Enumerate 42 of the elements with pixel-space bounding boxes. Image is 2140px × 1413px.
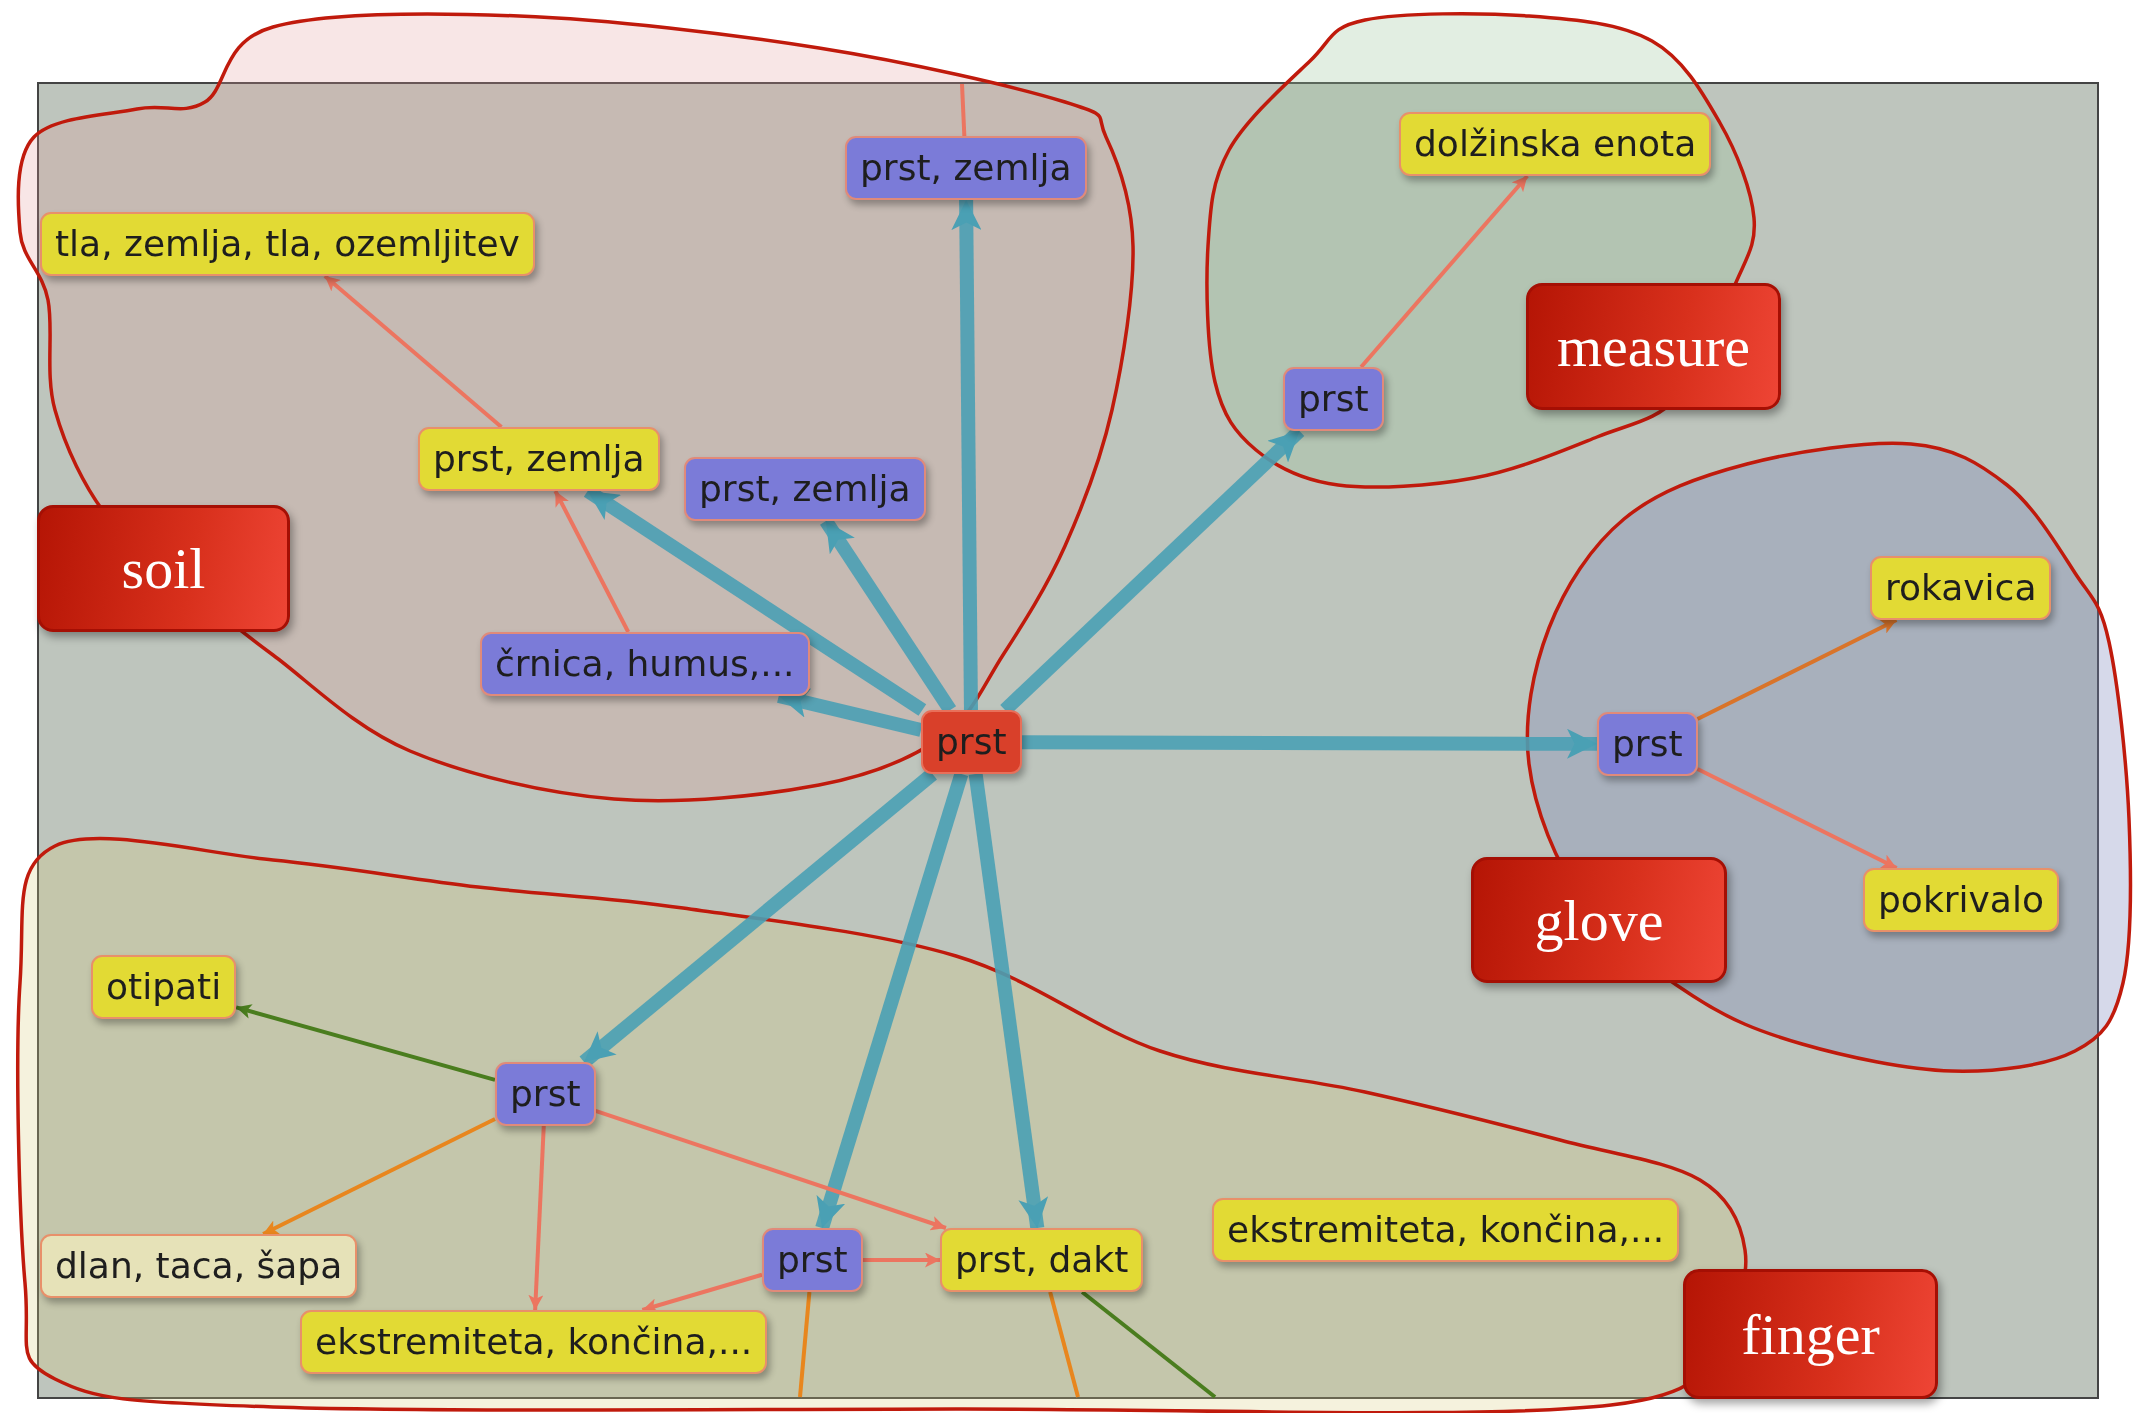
term-box: otipati — [91, 955, 237, 1019]
arrow — [1696, 767, 1898, 870]
arrow — [968, 773, 1049, 1229]
arrow — [235, 1004, 496, 1082]
term-box: tla, zemlja, tla, ozemljitev — [40, 212, 535, 276]
term-box: prst — [1597, 712, 1698, 776]
arrow — [815, 771, 969, 1231]
term-box: ekstremiteta, končina,... — [300, 1310, 768, 1374]
connector-line — [798, 1291, 812, 1398]
term-box: prst, dakt — [940, 1228, 1144, 1292]
group-label: glove — [1471, 857, 1727, 983]
arrow — [323, 274, 503, 429]
term-box: pokrivalo — [1863, 868, 2059, 932]
arrow — [528, 1125, 546, 1311]
group-label: finger — [1683, 1269, 1938, 1399]
group-label: soil — [37, 505, 290, 632]
arrow — [641, 1272, 763, 1313]
arrow — [862, 1252, 940, 1268]
group-label: measure — [1526, 283, 1781, 410]
arrow — [553, 490, 630, 633]
term-box: prst — [495, 1062, 596, 1126]
term-box: prst, zemlja — [845, 136, 1087, 200]
term-box: črnica, humus,... — [480, 632, 810, 696]
term-box: rokavica — [1870, 556, 2052, 620]
term-box: prst, zemlja — [684, 457, 926, 521]
term-box: dlan, taca, šapa — [40, 1234, 358, 1298]
term-box: prst — [1283, 367, 1384, 431]
arrow — [262, 1117, 496, 1236]
term-box: ekstremiteta, končina,... — [1212, 1198, 1680, 1262]
term-box: prst — [921, 710, 1022, 774]
arrow — [594, 1108, 947, 1231]
connector-line — [960, 83, 967, 137]
term-box: prst, zemlja — [418, 427, 660, 491]
arrow — [1696, 618, 1898, 721]
arrow — [1021, 728, 1598, 759]
connector-line — [1080, 1290, 1217, 1399]
connector-line — [1048, 1291, 1080, 1398]
arrow — [1359, 174, 1529, 369]
arrow — [777, 688, 923, 737]
arrow — [951, 199, 982, 711]
term-box: dolžinska enota — [1399, 112, 1712, 176]
term-box: prst — [762, 1228, 863, 1292]
